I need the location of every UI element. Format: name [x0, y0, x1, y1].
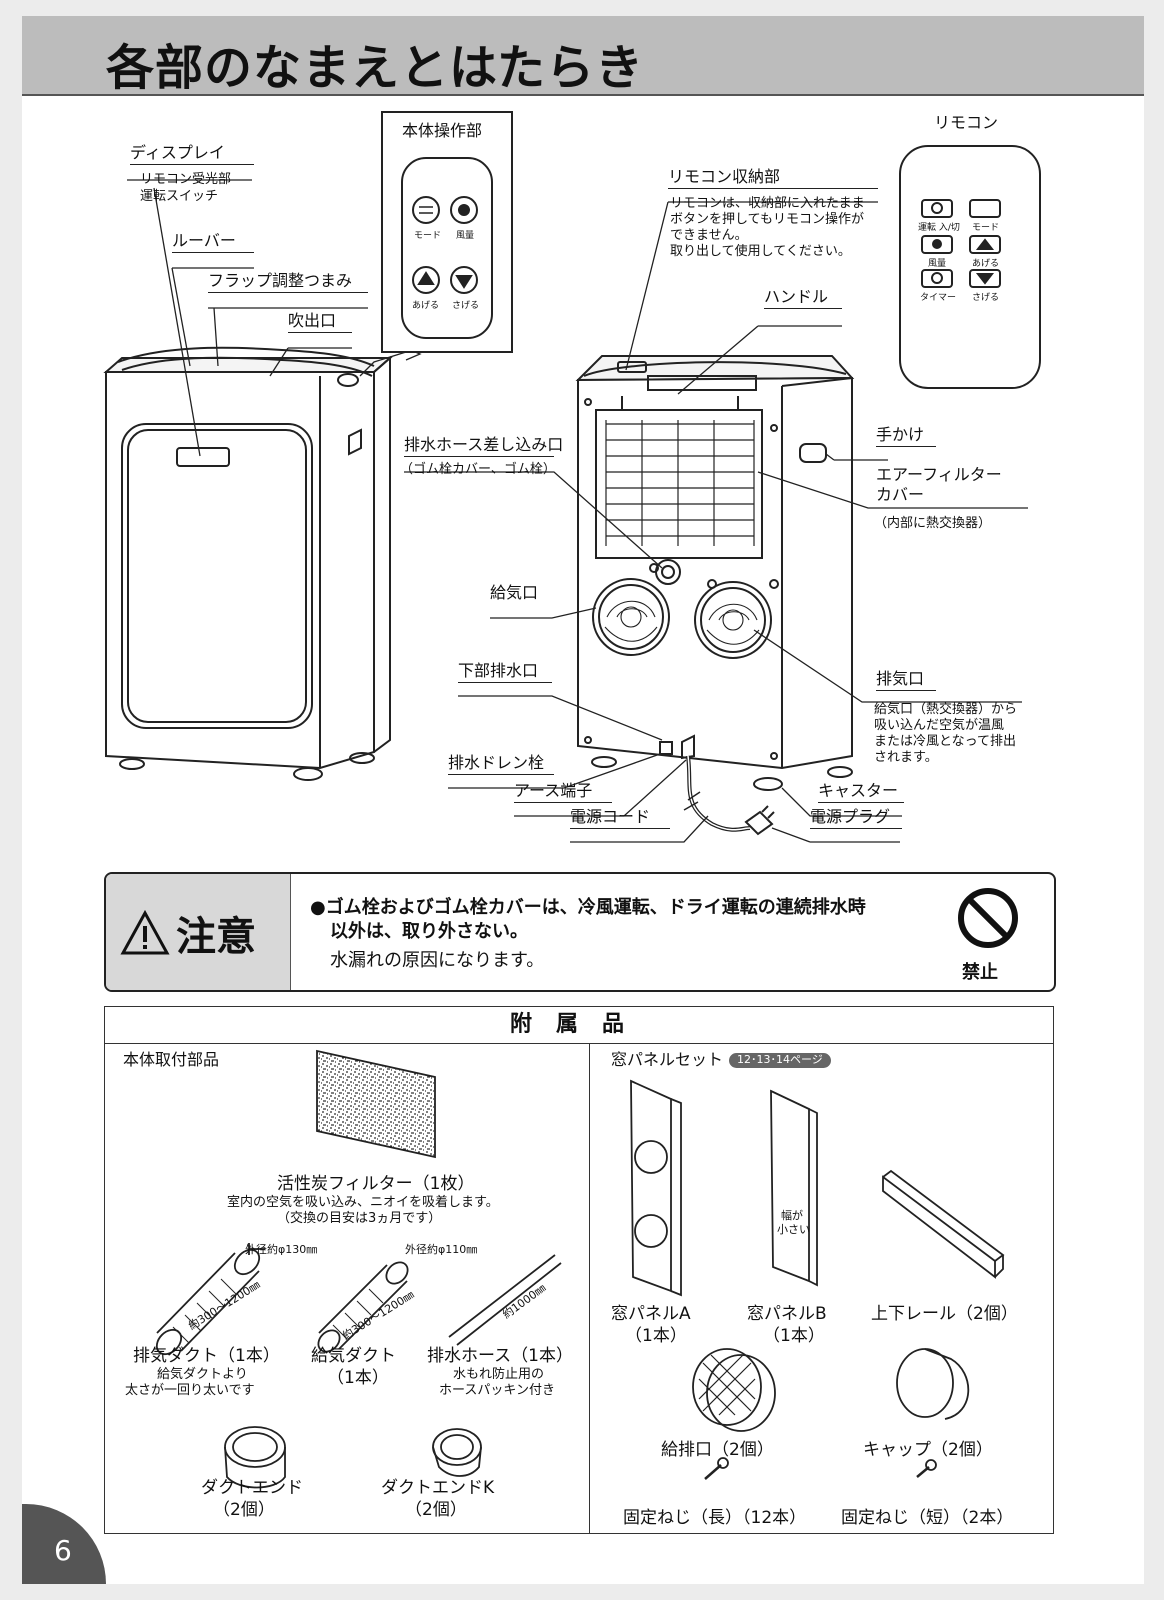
operation-panel-drawing [381, 111, 513, 353]
drain-hose-label: 排水ホース（1本） [427, 1346, 573, 1366]
page-title: 各部のなまえとはたらき [106, 40, 645, 96]
left-section-title: 本体取付部品 [123, 1050, 220, 1069]
remote-mode-label: モード [972, 223, 1000, 233]
duct-end-label: ダクトエンド [201, 1478, 303, 1498]
page-number-tab: 6 [22, 1504, 106, 1584]
label-display-note1: リモコン受光部 [140, 172, 232, 187]
drain-hose-note-2: ホースパッキン付き [439, 1383, 555, 1398]
screw-short-label: 固定ねじ（短）（2本） [841, 1508, 1014, 1528]
panel-down-label: さげる [452, 301, 480, 311]
panel-b-note-1: 幅が [781, 1209, 803, 1222]
label-caster: キャスター [818, 781, 904, 804]
cap-label: キャップ（2個） [863, 1440, 993, 1460]
page-number: 6 [54, 1534, 72, 1567]
exhaust-duct-note-2: 太さが一回り太いです [125, 1383, 255, 1398]
dim-110: 外径約φ110㎜ [405, 1243, 478, 1256]
panel-fan-label: 風量 [456, 231, 475, 241]
carbon-filter-label: 活性炭フィルター（1枚） [277, 1174, 475, 1194]
remote-down-label: さげる [972, 293, 1000, 303]
caution-text-normal: 水漏れの原因になります。 [330, 950, 545, 971]
prohibit-label: 禁止 [962, 962, 998, 983]
panel-a-label: 窓パネルA [611, 1304, 691, 1324]
page-header: 各部のなまえとはたらき [22, 16, 1144, 96]
remote-title: リモコン [934, 113, 999, 132]
vent-label: 給排口（2個） [661, 1440, 774, 1460]
storage-note-1: リモコンは、収納部に入れたまま [670, 196, 865, 211]
panel-mode-label: モード [414, 231, 442, 241]
label-handle: ハンドル [764, 287, 842, 310]
intake-duct-label-1: 給気ダクト [311, 1346, 396, 1366]
rail-label: 上下レール（2個） [871, 1304, 1018, 1324]
storage-note-4: 取り出して使用してください。 [670, 244, 851, 259]
panel-b-label: 窓パネルB [747, 1304, 827, 1324]
label-remote-storage: リモコン収納部 [668, 167, 878, 190]
duct-end-qty: （2個） [213, 1500, 275, 1520]
screw-long-label: 固定ねじ（長）（12本） [623, 1508, 807, 1528]
remote-up-label: あげる [972, 259, 1000, 269]
carbon-note-2: （交換の目安は3ヵ月です） [277, 1211, 442, 1226]
unit-illustration [103, 111, 1041, 843]
label-display: ディスプレイ [130, 143, 254, 166]
storage-note-3: できません。 [670, 228, 748, 243]
caution-box: 注意 ●ゴム栓およびゴム栓カバーは、冷風運転、ドライ運転の連続排水時 以外は、取… [104, 872, 1056, 992]
label-drain-inlet: 排水ホース差し込み口 [404, 435, 563, 458]
label-intake: 給気口 [490, 583, 539, 602]
remote-power-label: 運転 入/切 [918, 223, 960, 233]
accessories-illustration [155, 1049, 1005, 1489]
duct-end-k-qty: （2個） [405, 1500, 467, 1520]
remote-timer-label: タイマー [920, 293, 957, 303]
remote-fan-label: 風量 [928, 259, 947, 269]
label-lower-drain: 下部排水口 [458, 661, 552, 684]
caution-title: 注意 [176, 914, 256, 960]
drain-hose-note-1: 水もれ防止用の [453, 1367, 545, 1382]
drain-inlet-note: （ゴム栓カバー、ゴム栓） [400, 462, 556, 477]
panel-b-qty: （1本） [763, 1326, 825, 1346]
label-grip: 手かけ [876, 425, 936, 448]
panel-up-label: あげる [412, 301, 440, 311]
label-exhaust: 排気口 [876, 669, 936, 692]
filter-note: （内部に熱交換器） [874, 516, 992, 531]
warning-icon [120, 910, 170, 955]
duct-end-k-label: ダクトエンドK [381, 1478, 495, 1498]
label-plug: 電源プラグ [810, 807, 902, 830]
carbon-note-1: 室内の空気を吸い込み、ニオイを吸着します。 [227, 1195, 499, 1210]
prohibit-icon [958, 888, 1018, 948]
label-flap: フラップ調整つまみ [208, 271, 368, 294]
panel-a-qty: （1本） [625, 1326, 687, 1346]
caution-bold-line2: 以外は、取り外さない。 [330, 921, 528, 943]
panel-b-note-2: 小さい [777, 1223, 810, 1236]
exhaust-duct-note-1: 給気ダクトより [157, 1367, 248, 1382]
exhaust-note-3: または冷風となって排出 [874, 734, 1016, 749]
back-unit-drawing [575, 355, 855, 836]
exhaust-note-1: 給気口（熱交換器）から [874, 702, 1018, 717]
label-filter-cover-1: エアーフィルター [876, 465, 1002, 484]
page-ref-badge: 12･13･14ページ [729, 1053, 831, 1068]
label-display-note2: 運転スイッチ [140, 189, 219, 204]
accessories-title: 附属品 [105, 1007, 1053, 1044]
manual-page: 各部のなまえとはたらき [22, 16, 1144, 1584]
label-cord: 電源コード [570, 807, 670, 830]
caution-bold-line1: ●ゴム栓およびゴム栓カバーは、冷風運転、ドライ運転の連続排水時 [310, 897, 866, 918]
label-louver: ルーバー [172, 231, 254, 254]
storage-note-2: ボタンを押してもリモコン操作が [670, 212, 864, 227]
accessories-divider [589, 1044, 590, 1533]
front-unit-drawing [103, 346, 393, 781]
dim-130: 外径約φ130㎜ [245, 1243, 318, 1256]
exhaust-duct-label: 排気ダクト（1本） [133, 1346, 280, 1366]
label-outlet: 吹出口 [288, 311, 352, 334]
label-filter-cover-2: カバー [876, 485, 925, 504]
remote-drawing [899, 145, 1041, 389]
exhaust-note-4: されます。 [874, 750, 938, 765]
caution-text-bold: ●ゴム栓およびゴム栓カバーは、冷風運転、ドライ運転の連続排水時 以外は、取り外さ… [310, 896, 866, 945]
caution-header: 注意 [106, 874, 291, 990]
intake-duct-label-2: （1本） [327, 1368, 389, 1388]
exhaust-note-2: 吸い込んだ空気が温風 [874, 718, 1005, 733]
panel-title: 本体操作部 [402, 121, 483, 140]
label-drain-plug: 排水ドレン栓 [448, 753, 554, 776]
label-earth: アース端子 [514, 781, 612, 804]
